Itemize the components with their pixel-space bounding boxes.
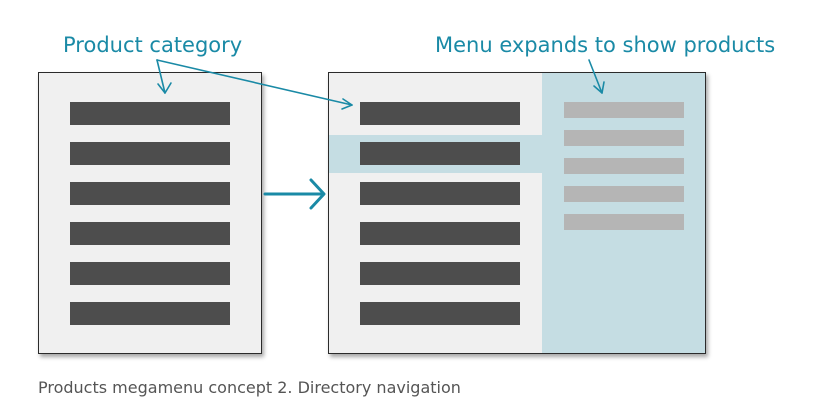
category-item[interactable]: [70, 142, 230, 165]
arrowhead: [341, 98, 353, 110]
expanded-menu-panel: [328, 72, 706, 354]
category-item[interactable]: [360, 262, 520, 285]
arrow-to-flyout: [588, 59, 603, 94]
category-item[interactable]: [70, 182, 230, 205]
menu-expands-label: Menu expands to show products: [435, 33, 776, 57]
product-category-label: Product category: [63, 33, 243, 57]
category-item[interactable]: [360, 182, 520, 205]
diagram-caption: Products megamenu concept 2. Directory n…: [38, 378, 461, 397]
arrowhead: [157, 82, 172, 94]
product-item[interactable]: [564, 186, 684, 202]
category-item-active[interactable]: [360, 142, 520, 165]
product-item[interactable]: [564, 214, 684, 230]
arrow-to-right-category: [156, 59, 353, 106]
category-item[interactable]: [70, 302, 230, 325]
product-item[interactable]: [564, 130, 684, 146]
category-item[interactable]: [70, 262, 230, 285]
arrow-to-left-category: [156, 59, 166, 94]
category-item[interactable]: [70, 222, 230, 245]
category-item[interactable]: [360, 222, 520, 245]
collapsed-menu-panel: [38, 72, 262, 354]
category-item[interactable]: [360, 102, 520, 125]
category-item[interactable]: [70, 102, 230, 125]
product-item[interactable]: [564, 158, 684, 174]
products-flyout: [542, 73, 705, 353]
product-item[interactable]: [564, 102, 684, 118]
transition-arrowhead: [309, 178, 326, 210]
category-item[interactable]: [360, 302, 520, 325]
arrowhead: [593, 81, 605, 94]
